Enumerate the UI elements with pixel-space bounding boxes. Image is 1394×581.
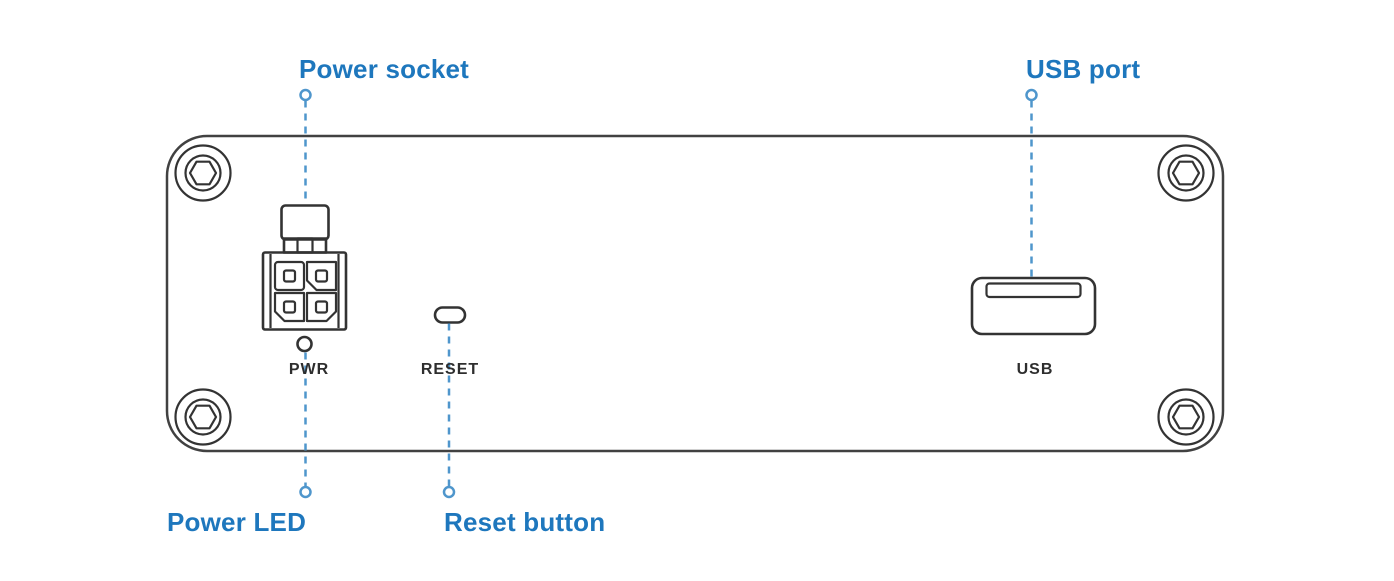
leader-dot-reset-button	[442, 485, 456, 499]
leader-dot-power-led	[299, 485, 312, 499]
usb-port-callout-label: USB port	[1026, 54, 1141, 84]
power-led-callout-label: Power LED	[167, 507, 307, 537]
power-socket-callout-label: Power socket	[299, 54, 470, 84]
reset-port-label: RESET	[420, 361, 480, 378]
usb-port-label: USB	[1016, 361, 1054, 378]
leader-dot-usb-port	[1025, 88, 1038, 102]
pwr-port-label: PWR	[288, 361, 330, 378]
power-socket-icon	[261, 204, 348, 331]
power-led-icon	[296, 335, 313, 353]
reset-button-callout-label: Reset button	[444, 507, 606, 537]
reset-button-icon	[433, 306, 467, 324]
leader-dot-power-socket	[299, 88, 312, 102]
panel-outline	[165, 134, 1225, 453]
usb-port-icon	[970, 276, 1097, 336]
